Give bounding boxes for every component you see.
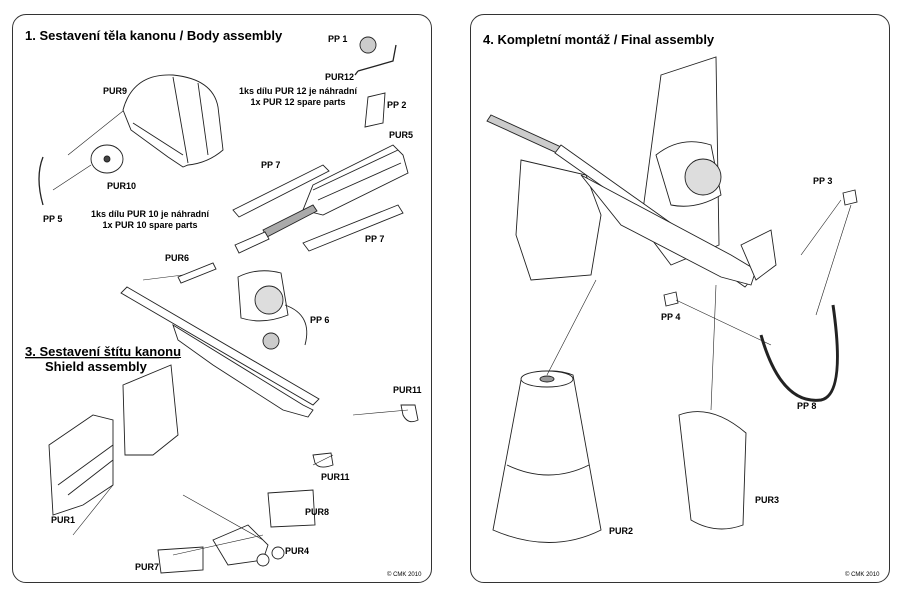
label-pp8: PP 8 [797,401,817,411]
label-pur7: PUR7 [135,562,160,572]
note-pur10-line1: 1ks dílu PUR 10 je náhradní [90,209,210,219]
pur6-rod [177,262,217,284]
label-pp3: PP 3 [813,176,833,186]
label-pur5: PUR5 [389,130,414,140]
label-pur11-lower: PUR11 [321,472,350,482]
note-pur12-line1: 1ks dílu PUR 12 je náhradní [238,86,358,96]
final-assembly-panel: 4. Kompletní montáž / Final assembly [470,14,890,583]
body-assembly-panel: 1. Sestavení těla kanonu / Body assembly [12,14,432,583]
shield-front-plate [122,364,179,456]
pp3-part [842,189,858,206]
pp7-plate-upper [232,164,330,218]
pp7-plate-lower [302,204,404,252]
shield-front-plate [515,159,602,281]
pp4-part [663,291,679,307]
final-assembly-drawing [486,56,858,543]
copyright-left: © CMK 2010 [387,572,422,578]
label-pp2: PP 2 [387,100,407,110]
body-assembly-drawing [25,36,419,574]
label-pur3: PUR3 [755,495,780,505]
label-pp7-lower: PP 7 [365,234,385,244]
label-pur10: PUR10 [107,181,137,191]
note-pur10-spare: 1ks dílu PUR 10 je náhradní 1x PUR 10 sp… [75,209,225,231]
pur3-sandbag [678,411,747,530]
assembly-guide-lines [52,110,409,556]
label-pur2: PUR2 [609,526,634,536]
label-pp6: PP 6 [310,315,330,325]
copyright-right: © CMK 2010 [845,572,880,578]
pp2-sight [364,92,386,128]
pur7-bracket [157,546,204,574]
label-pur4: PUR4 [285,546,310,556]
note-pur10-line2: 1x PUR 10 spare parts [102,220,198,230]
label-pp4: PP 4 [661,312,681,322]
pp8-strap [759,304,839,402]
pur1-shield-plate [48,414,114,516]
body-assembly-title: 1. Sestavení těla kanonu / Body assembly [25,28,283,43]
label-pp7-upper: PP 7 [261,160,281,170]
final-assembly-title: 4. Kompletní montáž / Final assembly [483,32,715,47]
label-pur8: PUR8 [305,507,330,517]
label-pp1: PP 1 [328,34,348,44]
gun-barrel [486,114,562,154]
shield-assembly-title-line1: 3. Sestavení štítu kanonu [25,344,182,359]
pur12-handle [354,44,397,76]
label-pur1: PUR1 [51,515,76,525]
shield-assembly-title-line2: Shield assembly [45,359,147,374]
note-pur12-line2: 1x PUR 12 spare parts [250,97,346,107]
pur11-clip-right [400,404,419,423]
gun-body [120,286,320,406]
pur5-receiver [302,144,409,216]
label-pur11-right: PUR11 [393,385,422,395]
pur8-bracket [267,489,316,528]
label-pur12: PUR12 [325,72,355,82]
pur2-cone-pedestal [492,370,602,543]
rear-handles [740,229,777,281]
pp5-wire [38,156,44,206]
pp1-mesh-disc [359,36,377,54]
label-pur9: PUR9 [103,86,128,96]
assembly-guide-lines [546,199,852,411]
pur9-drum-housing [122,74,224,168]
label-pur6: PUR6 [165,253,190,263]
note-pur12-spare: 1ks dílu PUR 12 je náhradní 1x PUR 12 sp… [218,86,378,108]
label-pp5: PP 5 [43,214,63,224]
barrel-spring [262,204,318,238]
